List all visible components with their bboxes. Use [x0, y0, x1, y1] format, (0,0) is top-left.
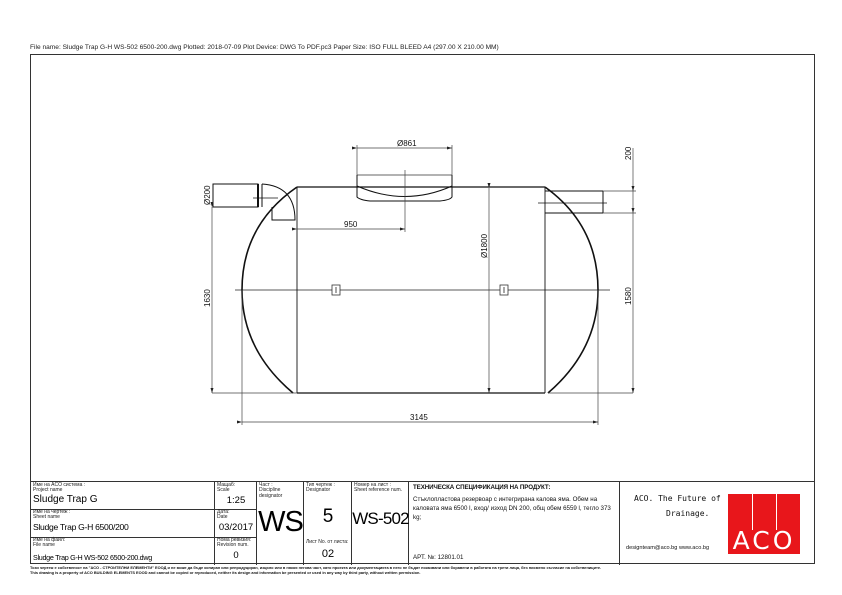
dim-inlet-height: 1630 — [203, 289, 212, 307]
dim-outlet-drop: 200 — [624, 146, 633, 160]
title-block: Име на ACO система : Project name Sludge… — [30, 481, 815, 565]
manhole-neck — [356, 174, 453, 202]
discipline-label-bg: Част : — [259, 482, 273, 488]
sheet-ref-value: WS-502 — [352, 509, 409, 528]
slogan-line-2: Drainage. — [666, 509, 710, 518]
discipline-value: WS — [258, 506, 304, 538]
date-value: 03/2017 — [218, 522, 254, 533]
dim-outlet-height: 1580 — [624, 287, 633, 305]
date-label-en: Date — [217, 514, 228, 520]
dim-inlet-diameter: Ø200 — [203, 185, 212, 205]
discipline-column: Част : Discipline designator WS — [257, 482, 304, 565]
scale-value: 1:25 — [226, 495, 246, 506]
file-label-bg: Име на файл: — [33, 537, 66, 543]
spec-title: ТЕХНИЧЕСКА СПЕЦИФИКАЦИЯ НА ПРОДУКТ: — [413, 484, 551, 491]
company-column: ACO. The Future of Drainage. designteam@… — [620, 482, 815, 565]
inlet-pipe — [212, 183, 296, 221]
dim-inlet-offset: 950 — [344, 220, 358, 229]
meta-column: Мащаб: Scale 1:25 Дата: Date 03/2017 Ном… — [215, 482, 257, 565]
designator-label-bg: Тип чертеж : — [306, 482, 335, 488]
sheet-no-value: 02 — [321, 548, 335, 560]
dim-tank-diameter: Ø1800 — [480, 233, 489, 258]
sheet-no-label: Лист No. от листа: — [306, 539, 349, 545]
revision-label-en: Revision num. — [217, 542, 249, 548]
names-column: Име на ACO система : Project name Sludge… — [30, 482, 215, 565]
revision-label-bg: Нома ревизия: — [217, 537, 252, 543]
designator-column: Тип чертеж : Designator 5 Лист No. от ли… — [304, 482, 352, 565]
discipline-label-en: Discipline designator — [259, 487, 283, 499]
outlet-pipe — [538, 190, 607, 214]
designator-value: 5 — [322, 506, 334, 527]
spec-body: Стъклопластова резервоар с интегрирана к… — [413, 496, 611, 521]
sheet-label-bg: Име на чертеж : — [33, 509, 71, 515]
scale-label-bg: Мащаб: — [217, 482, 236, 488]
sheet-name: Sludge Trap G-H 6500/200 — [33, 522, 129, 532]
sheet-ref-label-bg: Номер на лист : — [354, 482, 391, 488]
revision-value: 0 — [233, 550, 239, 561]
file-name: Sludge Trap G-H WS-502 6500-200.dwg — [33, 553, 152, 562]
date-label-bg: Дата: — [217, 509, 230, 515]
project-name: Sludge Trap G — [33, 494, 98, 505]
logo-text: ACO — [732, 526, 796, 555]
contact-info: designteam@aco.bg www.aco.bg — [626, 545, 710, 551]
file-label-en: File name — [33, 542, 55, 548]
scale-label-en: Scale — [217, 487, 230, 493]
copyright-en: This drawing is a property of ACO BUILDI… — [30, 570, 421, 575]
slogan-line-1: ACO. The Future of — [634, 494, 721, 503]
sheet-ref-label-en: Sheet reference num. — [354, 487, 403, 493]
article-number: АРТ. №: 12801.01 — [413, 554, 464, 561]
aco-logo: ACO — [728, 494, 800, 554]
drawing-frame — [30, 54, 815, 564]
sheet-label-en: Sheet name — [33, 514, 60, 520]
project-label-en: Project name — [33, 487, 63, 493]
project-label-bg: Име на ACO система : — [33, 482, 86, 488]
copyright-bg: Този чертеж е собственост на "ACO - СТРО… — [30, 565, 602, 570]
designator-label-en: Designator — [306, 487, 331, 493]
spec-column: ТЕХНИЧЕСКА СПЕЦИФИКАЦИЯ НА ПРОДУКТ: Стък… — [409, 482, 620, 565]
plot-info-header: File name: Sludge Trap G-H WS-502 6500-2… — [30, 44, 499, 51]
dim-overall-length: 3145 — [410, 413, 428, 422]
sheet-ref-column: Номер на лист : Sheet reference num. WS-… — [352, 482, 410, 565]
dim-manhole-diameter: Ø861 — [397, 139, 417, 148]
copyright-notice: Този чертеж е собственост на "ACO - СТРО… — [30, 565, 601, 575]
